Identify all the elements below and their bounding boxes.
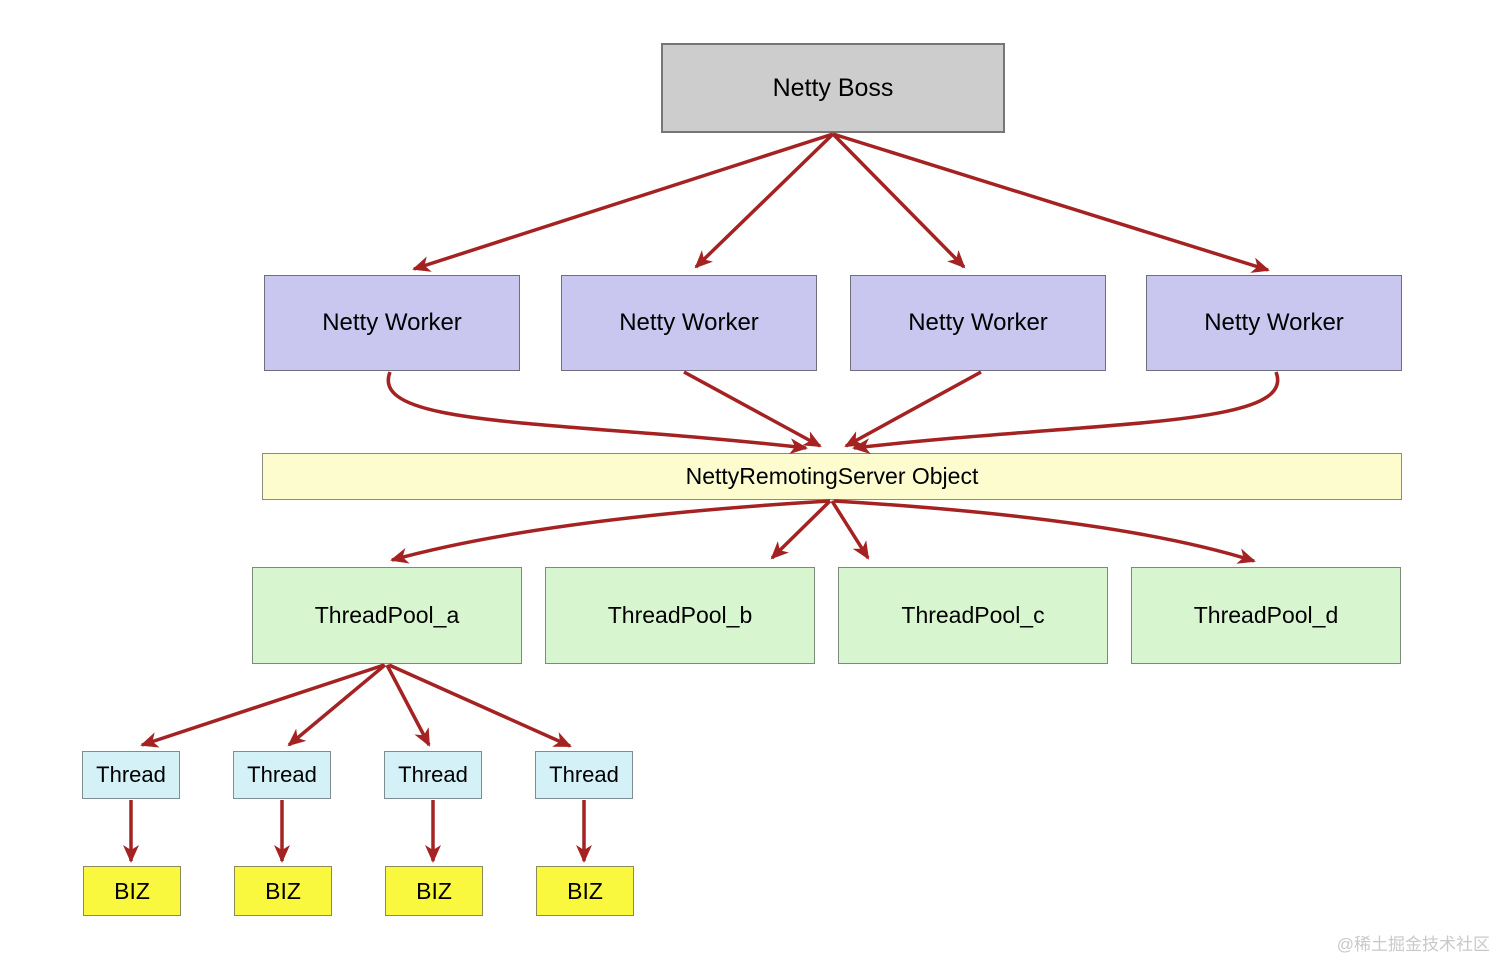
- threadpool-label: ThreadPool_b: [607, 602, 753, 628]
- arrow-worker2-server: [683, 370, 822, 448]
- threadpool-label: ThreadPool_d: [1193, 602, 1339, 628]
- biz-node-2: BIZ: [234, 866, 332, 916]
- worker-label: Netty Worker: [322, 309, 462, 336]
- thread-label: Thread: [398, 762, 468, 787]
- arrow-poola-thread1: [140, 663, 385, 748]
- thread-node-4: Thread: [535, 751, 633, 799]
- arrow-worker3-server: [844, 370, 982, 448]
- thread-node-1: Thread: [82, 751, 180, 799]
- arrow-poola-thread3: [385, 664, 431, 747]
- biz-label: BIZ: [416, 877, 452, 904]
- worker-label: Netty Worker: [908, 309, 1048, 336]
- biz-node-3: BIZ: [385, 866, 483, 916]
- watermark: @稀土掘金技术社区: [1336, 935, 1490, 954]
- arrow-poola-thread2: [287, 663, 387, 747]
- arrow-server-poold: [833, 499, 1256, 564]
- arrow-worker4-server: [852, 371, 1280, 455]
- remoting-server-node: NettyRemotingServer Object: [262, 453, 1402, 500]
- worker-label: Netty Worker: [619, 309, 759, 336]
- remoting-server-label: NettyRemotingServer Object: [685, 463, 979, 489]
- arrow-boss-worker3: [831, 132, 966, 269]
- arrow-server-poolb: [770, 499, 832, 560]
- arrow-server-poolc: [830, 500, 870, 560]
- threadpool-label: ThreadPool_c: [901, 602, 1045, 628]
- threadpool-node-b: ThreadPool_b: [545, 567, 815, 664]
- arrow-boss-worker2: [694, 132, 835, 269]
- arrow-worker1-server: [386, 371, 808, 455]
- worker-node-4: Netty Worker: [1146, 275, 1402, 371]
- worker-node-3: Netty Worker: [850, 275, 1106, 371]
- arrow-boss-worker4: [832, 132, 1270, 273]
- thread-label: Thread: [549, 762, 619, 787]
- biz-node-1: BIZ: [83, 866, 181, 916]
- thread-node-3: Thread: [384, 751, 482, 799]
- boss-label: Netty Boss: [772, 73, 894, 102]
- biz-label: BIZ: [567, 877, 603, 904]
- thread-node-2: Thread: [233, 751, 331, 799]
- arrow-boss-worker1: [412, 132, 834, 272]
- worker-label: Netty Worker: [1204, 309, 1344, 336]
- threadpool-label: ThreadPool_a: [314, 602, 460, 628]
- threadpool-node-c: ThreadPool_c: [838, 567, 1108, 664]
- boss-node: Netty Boss: [661, 43, 1005, 133]
- threadpool-node-a: ThreadPool_a: [252, 567, 522, 664]
- threadpool-node-d: ThreadPool_d: [1131, 567, 1401, 664]
- worker-node-1: Netty Worker: [264, 275, 520, 371]
- arrow-server-poola: [390, 499, 831, 564]
- worker-node-2: Netty Worker: [561, 275, 817, 371]
- biz-node-4: BIZ: [536, 866, 634, 916]
- thread-label: Thread: [247, 762, 317, 787]
- thread-label: Thread: [96, 762, 166, 787]
- biz-label: BIZ: [114, 877, 150, 904]
- arrow-poola-thread4: [388, 663, 572, 748]
- biz-label: BIZ: [265, 877, 301, 904]
